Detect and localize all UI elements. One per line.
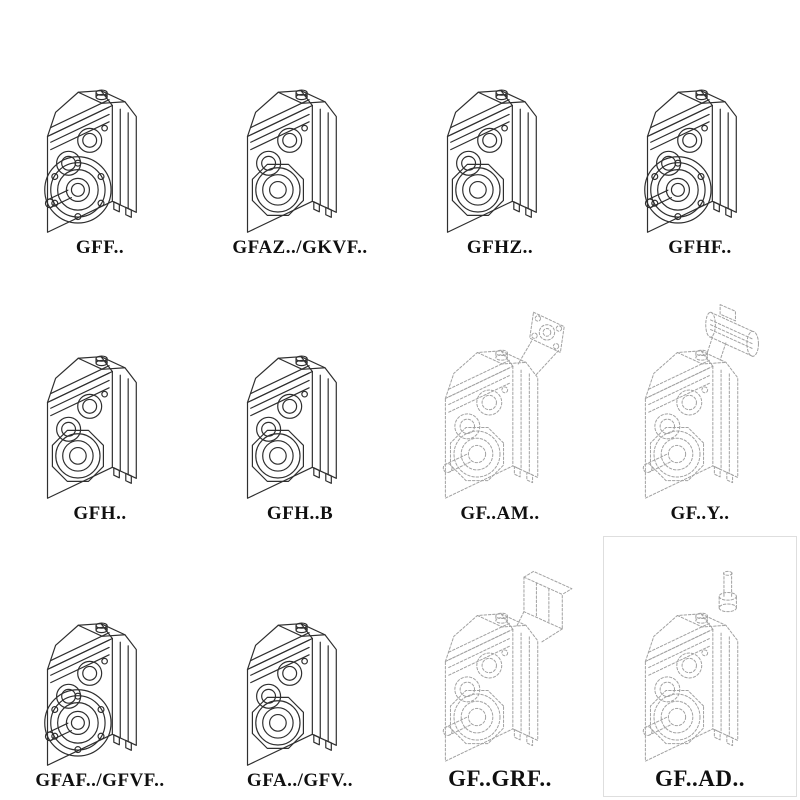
catalog-item: GFAF../GFVF.. [0, 533, 200, 800]
gearbox-adapter-box-drawing [410, 558, 590, 764]
gearbox-output-flange-drawing [17, 37, 183, 235]
catalog-item: GFH.. [0, 267, 200, 534]
model-label: GFA../GFV.. [246, 769, 354, 791]
gearbox-hollow-bore-drawing [217, 37, 383, 235]
catalog-item: GF..GRF.. [400, 533, 600, 800]
gearbox-hollow-bore-drawing [217, 303, 383, 501]
gearbox-hollow-bore-drawing [217, 570, 383, 768]
gearbox-motor-drawing [610, 295, 790, 501]
catalog-item: GFHZ.. [400, 0, 600, 267]
catalog-item: GFF.. [0, 0, 200, 267]
catalog-item: GFH..B [200, 267, 400, 534]
gearbox-input-flange-drawing [410, 295, 590, 501]
catalog-item: GF..AM.. [400, 267, 600, 534]
gearbox-hollow-bore-drawing [417, 37, 583, 235]
model-label: GF..GRF.. [448, 765, 552, 791]
gearbox-vertical-shaft-drawing [610, 558, 790, 764]
catalog-item: GFA../GFV.. [200, 533, 400, 800]
model-label: GFH.. [73, 503, 127, 525]
model-label: GF..AM.. [460, 503, 540, 525]
model-label: GF..AD.. [654, 765, 746, 791]
catalog-item: GF..Y.. [600, 267, 800, 534]
model-label: GFH..B [266, 503, 334, 525]
model-label: GFAF../GFVF.. [35, 769, 165, 791]
catalog-item: GFHF.. [600, 0, 800, 267]
gearbox-output-flange-drawing [617, 37, 783, 235]
catalog-item: GFAZ../GKVF.. [200, 0, 400, 267]
gearbox-hollow-bore-drawing [17, 303, 183, 501]
model-label: GFF.. [75, 236, 125, 258]
model-label: GFAZ../GKVF.. [232, 236, 368, 258]
model-label: GFHZ.. [466, 236, 534, 258]
gearbox-output-flange-drawing [17, 570, 183, 768]
catalog-item: GF..AD.. [600, 533, 800, 800]
model-label: GFHF.. [668, 236, 732, 258]
model-label: GF..Y.. [670, 503, 730, 525]
